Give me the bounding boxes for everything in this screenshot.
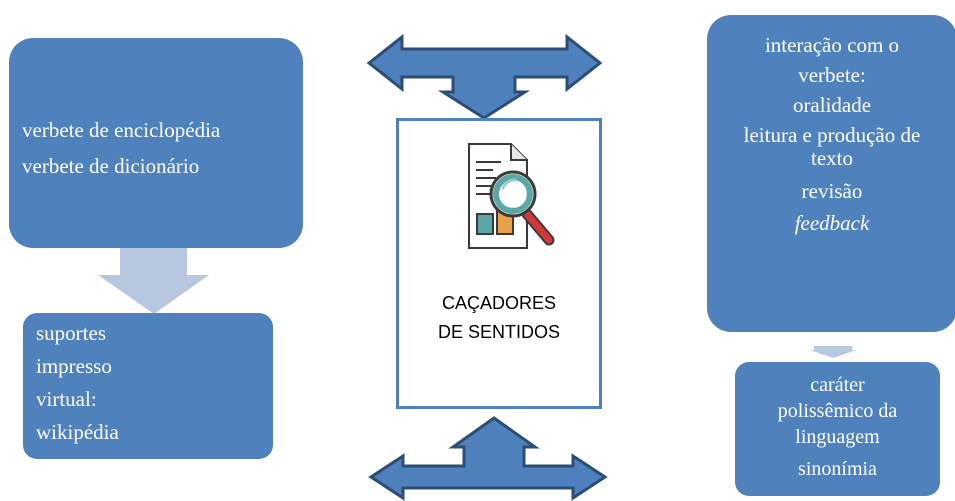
interaction-line-1: interação com o — [764, 33, 900, 57]
center-box: CAÇADORES DE SENTIDOS — [396, 118, 602, 409]
document-search-icon — [468, 143, 555, 249]
interaction-line-5: texto — [811, 146, 853, 170]
bottom-double-arrow-icon — [368, 416, 608, 501]
supports-box: suportes impresso virtual: wikipédia — [23, 313, 273, 459]
top-double-arrow-icon — [366, 33, 603, 120]
interaction-line-7: feedback — [794, 211, 870, 235]
left-top-line-1: verbete de enciclopédia — [22, 118, 221, 142]
polysemy-line-4: sinonímia — [798, 458, 877, 480]
interaction-line-2: verbete: — [798, 63, 866, 87]
polysemy-line-2: polissêmico da — [777, 400, 898, 422]
left-down-arrow-icon — [98, 247, 209, 314]
polysemy-box: caráter polissêmico da linguagem sinoním… — [735, 362, 940, 496]
polysemy-line-1: caráter — [810, 374, 865, 396]
left-top-line-2: verbete de dicionário — [22, 154, 200, 178]
center-title-line-1: CAÇADORES — [441, 293, 557, 313]
interaction-box: interação com o verbete: oralidade leitu… — [707, 15, 955, 332]
right-down-arrow-icon — [810, 346, 856, 358]
interaction-line-6: revisão — [801, 179, 863, 203]
encyclopedia-dictionary-box: verbete de enciclopédia verbete de dicio… — [9, 38, 303, 248]
interaction-line-3: oralidade — [792, 93, 872, 117]
polysemy-line-3: linguagem — [795, 426, 880, 448]
center-title: CAÇADORES DE SENTIDOS — [399, 289, 599, 347]
supports-line-4: wikipédia — [36, 420, 119, 444]
supports-line-3: virtual: — [36, 387, 97, 411]
supports-line-1: suportes — [36, 321, 106, 345]
supports-line-2: impresso — [36, 354, 112, 378]
center-title-line-2: DE SENTIDOS — [437, 322, 561, 342]
interaction-line-4: leitura e produção de — [743, 123, 921, 147]
